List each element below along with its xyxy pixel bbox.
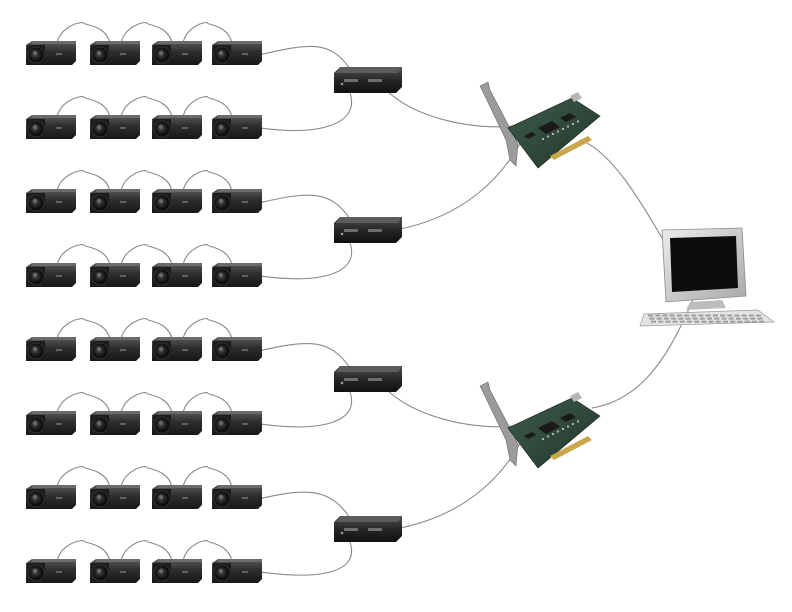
chain-cable-row3-2 [120,169,173,192]
camera-icon-row5-col1 [26,337,76,361]
camera-icon-row7-col3 [152,485,202,509]
camera-icon-row8-col3 [152,559,202,583]
device-layer [26,41,776,583]
hub3-input-cable-1 [261,343,351,369]
camera-icon-row2-col2 [90,115,140,139]
chain-cable-row5-1 [56,317,111,340]
hub3-input-cable-2 [261,391,353,428]
chain-cable-row3-1 [56,169,111,192]
camera-icon-row1-col2 [90,41,140,65]
camera-icon-row3-col2 [90,189,140,213]
camera-icon-row6-col3 [152,411,202,435]
hub2-to-card-cable [395,135,525,231]
chain-cable-row6-3 [182,391,233,414]
chain-cable-row4-3 [182,243,233,266]
chain-cable-row2-2 [120,95,173,118]
chain-cable-row2-1 [56,95,111,118]
camera-icon-row7-col2 [90,485,140,509]
camera-icon-row6-col4 [212,411,262,435]
camera-icon-row5-col2 [90,337,140,361]
chain-cable-row4-2 [120,243,173,266]
chain-cable-row3-3 [182,169,233,192]
camera-icon-row4-col3 [152,263,202,287]
camera-icon-row8-col1 [26,559,76,583]
chain-cable-row8-3 [182,539,233,562]
camera-icon-row1-col3 [152,41,202,65]
chain-cable-row7-1 [56,465,111,488]
chain-cable-row7-3 [182,465,233,488]
hub-box-icon-4 [334,516,402,542]
pcie-card-icon-2 [479,381,601,469]
camera-icon-row8-col2 [90,559,140,583]
camera-icon-row6-col1 [26,411,76,435]
camera-icon-row2-col3 [152,115,202,139]
camera-icon-row3-col1 [26,189,76,213]
hub2-input-cable-1 [261,194,351,220]
hub4-input-cable-2 [261,541,353,576]
hub-box-icon-2 [334,217,402,243]
camera-icon-row3-col4 [212,189,262,213]
camera-icon-row1-col4 [212,41,262,65]
chain-cable-row8-2 [120,539,173,562]
camera-icon-row2-col1 [26,115,76,139]
hub-box-icon-3 [334,366,402,392]
camera-icon-row4-col1 [26,263,76,287]
camera-icon-row4-col4 [212,263,262,287]
camera-icon-row6-col2 [90,411,140,435]
card1-to-computer-cable [579,139,663,239]
desktop-computer-icon [639,227,776,327]
camera-icon-row5-col3 [152,337,202,361]
chain-cable-row7-2 [120,465,173,488]
chain-cable-row6-1 [56,391,111,414]
chain-cable-row2-3 [182,95,233,118]
hub1-input-cable-1 [261,45,351,70]
chain-cable-row4-1 [56,243,111,266]
chain-cable-row5-3 [182,317,233,340]
hub1-input-cable-2 [261,92,353,132]
chain-cable-row1-1 [56,21,111,44]
camera-icon-row1-col1 [26,41,76,65]
camera-icon-row8-col4 [212,559,262,583]
hub-box-icon-1 [334,67,402,93]
camera-icon-row5-col4 [212,337,262,361]
camera-icon-row7-col4 [212,485,262,509]
hub4-input-cable-1 [261,491,351,519]
chain-cable-row8-1 [56,539,111,562]
hub2-input-cable-2 [261,242,353,280]
camera-icon-row7-col1 [26,485,76,509]
camera-icon-row3-col3 [152,189,202,213]
pcie-card-icon-1 [479,81,601,169]
camera-icon-row4-col2 [90,263,140,287]
chain-cable-row6-2 [120,391,173,414]
chain-cable-row1-2 [120,21,173,44]
chain-cable-row5-2 [120,317,173,340]
camera-icon-row2-col4 [212,115,262,139]
hub4-to-card-cable [395,435,525,530]
chain-cable-row1-3 [182,21,233,44]
